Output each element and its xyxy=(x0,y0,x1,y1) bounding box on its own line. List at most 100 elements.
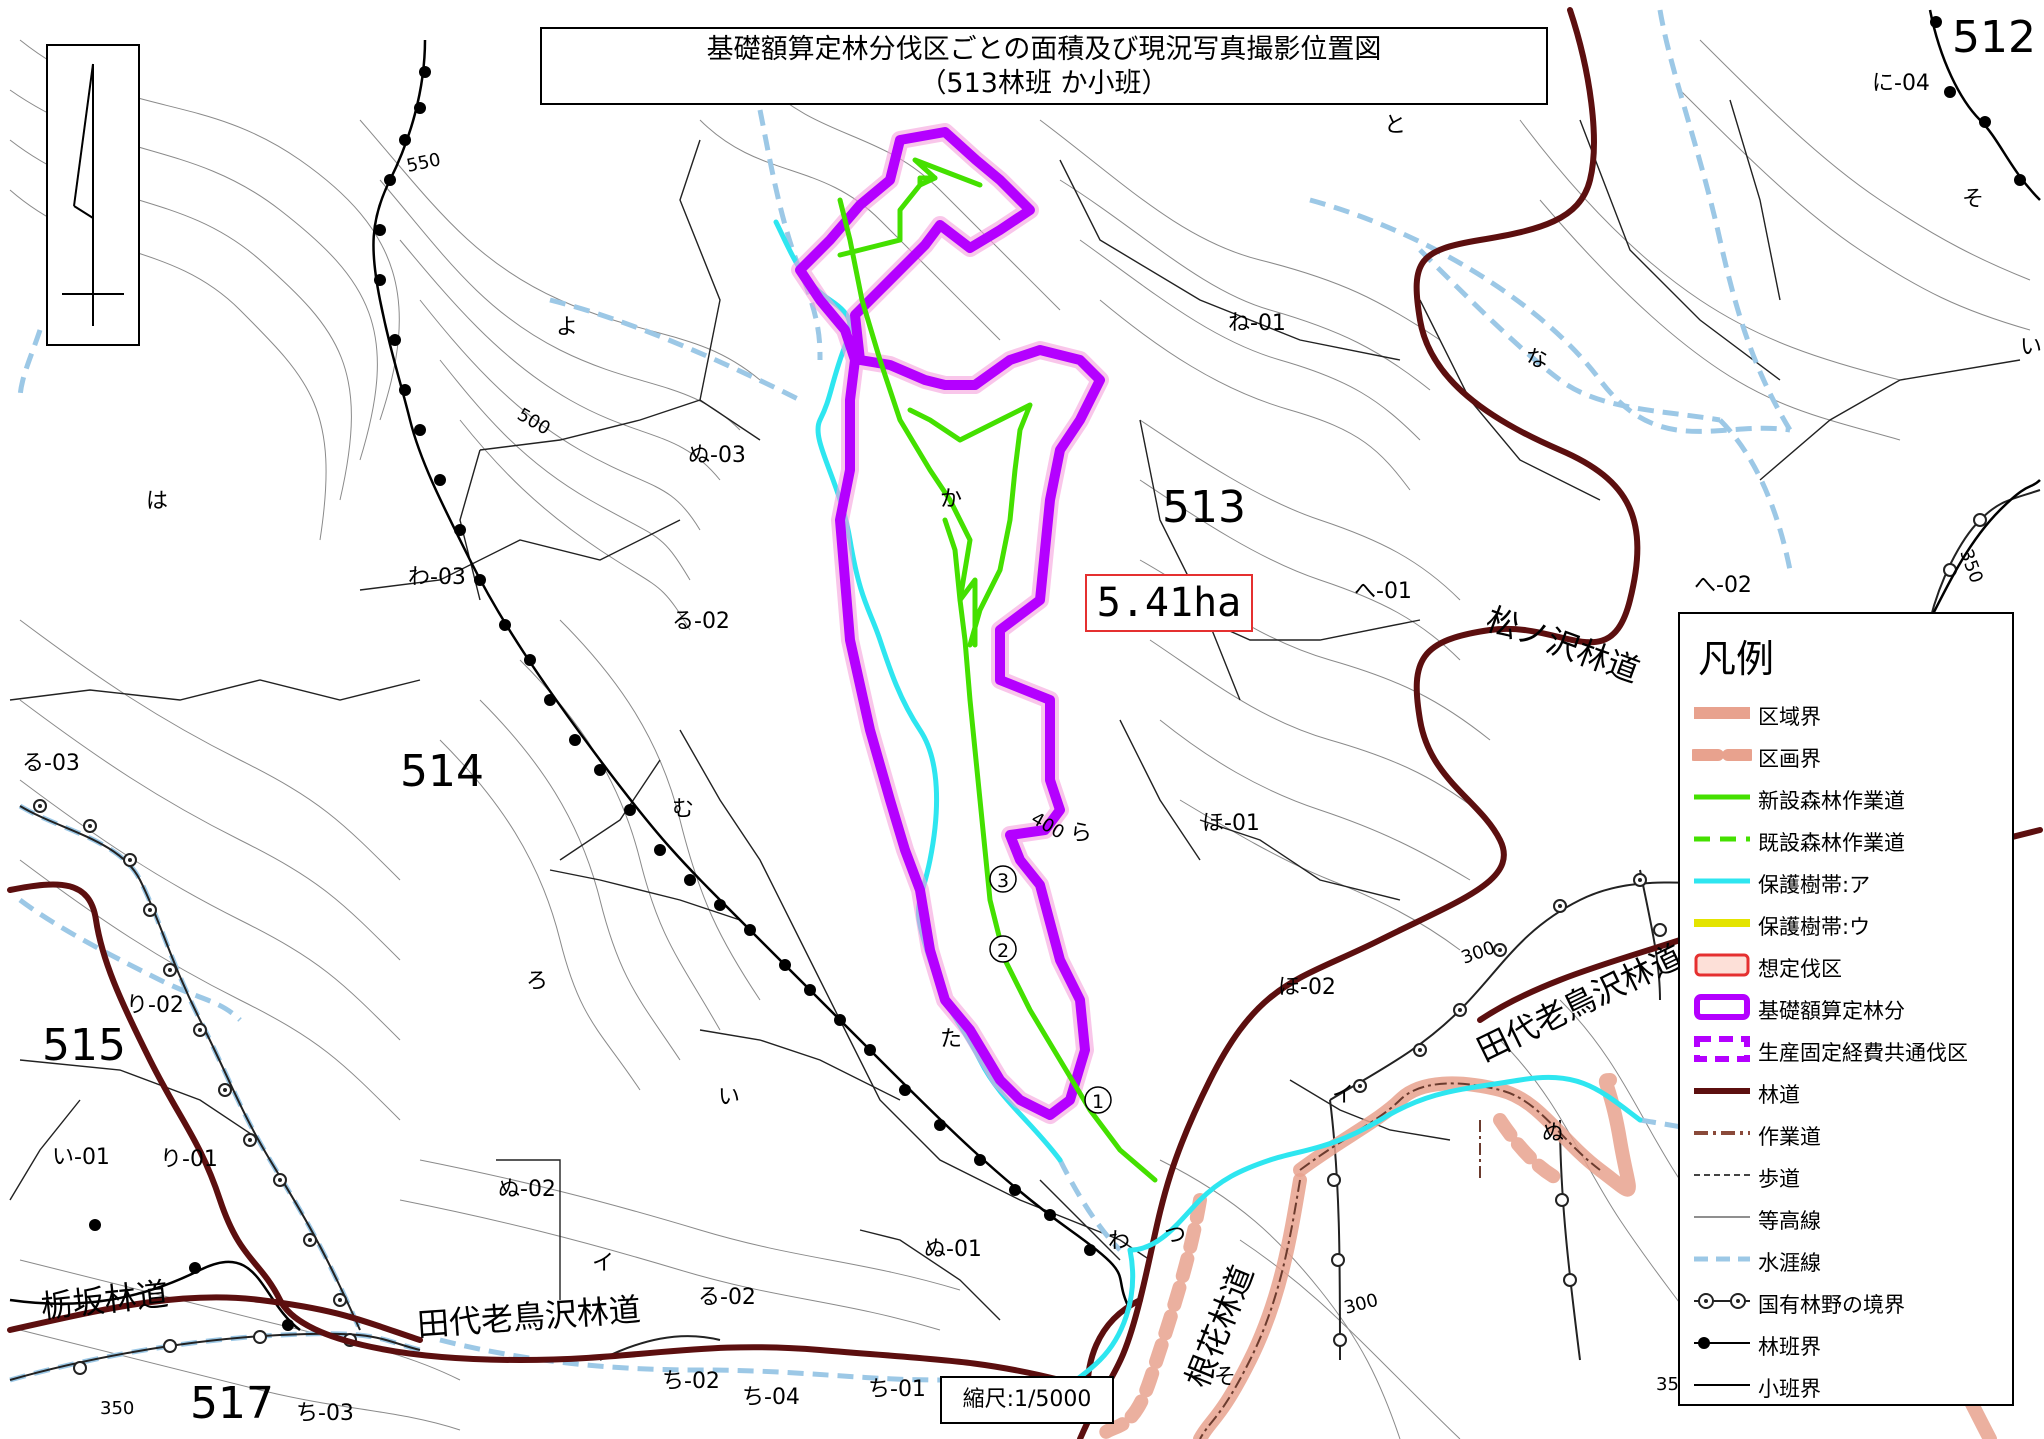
contour-350-bottom: 350 xyxy=(100,1398,134,1419)
road-tochisaka: 栃坂林道 xyxy=(39,1275,170,1326)
maroon-dashdot-icon xyxy=(1694,1131,1750,1135)
legend-label: 新設森林作業道 xyxy=(1758,789,1905,813)
legend-label: 歩道 xyxy=(1758,1167,1800,1191)
legend-item-contour: 等高線 xyxy=(1680,1198,2012,1240)
label-chi02: ち-02 xyxy=(662,1369,720,1394)
label-i-mid: い xyxy=(718,1085,740,1110)
legend-item-subcompartment-boundary: 小班界 xyxy=(1680,1366,2012,1408)
label-so-bottom: そ xyxy=(1214,1365,1236,1390)
map-title: 基礎額算定林分伐区ごとの面積及び現況写真撮影位置図 （513林班 か小班） xyxy=(540,27,1548,105)
legend-item-work-road: 作業道 xyxy=(1680,1114,2012,1156)
contour-35-bottom-right: 35 xyxy=(1656,1374,1679,1395)
label-mu: む xyxy=(672,797,694,822)
legend-label: 水涯線 xyxy=(1758,1251,1821,1275)
circle-dot-icon xyxy=(1694,1293,1750,1309)
legend-label: 林道 xyxy=(1758,1083,1800,1107)
label-ro: ろ xyxy=(526,969,548,994)
compartment-513: 513 xyxy=(1162,482,1246,533)
red-box-icon xyxy=(1694,953,1750,977)
legend-item-footpath: 歩道 xyxy=(1680,1156,2012,1198)
legend-label: 区域界 xyxy=(1758,705,1821,729)
label-chi01: ち-01 xyxy=(868,1377,926,1402)
label-ni04: に-04 xyxy=(1872,71,1930,96)
base-stand-polygon xyxy=(795,127,1105,1120)
legend-label: 既設森林作業道 xyxy=(1758,831,1905,855)
legend-item-zone-boundary: 区域界 xyxy=(1680,694,2012,736)
grey-thin-icon xyxy=(1694,1216,1750,1218)
label-ri01: り-01 xyxy=(160,1147,218,1172)
legend-item-section-boundary: 区画界 xyxy=(1680,736,2012,778)
photo-point-1-label: 1 xyxy=(1092,1091,1104,1113)
label-chi04: ち-04 xyxy=(742,1385,800,1410)
label-wa: わ xyxy=(1108,1229,1130,1254)
contour-300-b: 300 xyxy=(1342,1290,1381,1319)
compartment-515: 515 xyxy=(42,1020,126,1071)
map-title-line2: （513林班 か小班） xyxy=(919,68,1169,99)
label-ho02: ほ-02 xyxy=(1278,975,1336,1000)
legend-item-base-stand: 基礎額算定林分 xyxy=(1680,988,2012,1030)
compartment-514: 514 xyxy=(400,746,484,797)
legend-item-national-forest-boundary: 国有林野の境界 xyxy=(1680,1282,2012,1324)
legend-title: 凡例 xyxy=(1698,637,1775,681)
thick-salmon-icon xyxy=(1694,707,1750,719)
legend-label: 等高線 xyxy=(1758,1209,1821,1233)
photo-points: 1 2 3 xyxy=(989,865,1112,1114)
legend-label: 作業道 xyxy=(1758,1125,1821,1149)
legend-item-protection-u: 保護樹帯:ウ xyxy=(1680,904,2012,946)
legend-label: 小班界 xyxy=(1758,1377,1821,1401)
label-ra: ら xyxy=(1070,821,1092,846)
contour-550: 550 xyxy=(405,149,443,177)
legend-item-new-work-road: 新設森林作業道 xyxy=(1680,778,2012,820)
legend-item-planned-cut: 想定伐区 xyxy=(1680,946,2012,988)
compartment-boundary-dots xyxy=(89,16,2026,1331)
label-tsu: つ xyxy=(1164,1223,1186,1248)
label-i01: い-01 xyxy=(52,1145,110,1170)
photo-point-3 xyxy=(989,865,1017,893)
label-ne01: ね-01 xyxy=(1228,311,1286,336)
new-work-road xyxy=(837,157,1158,1183)
photo-point-3-label: 3 xyxy=(997,870,1009,892)
lightblue-dash-icon xyxy=(1694,1256,1750,1262)
legend-label: 区画界 xyxy=(1758,747,1821,771)
legend-item-existing-work-road: 既設森林作業道 xyxy=(1680,820,2012,862)
photo-point-2 xyxy=(989,935,1017,963)
label-ru03: る-03 xyxy=(22,751,80,776)
label-to: と xyxy=(1384,113,1406,138)
contour-300-a: 300 xyxy=(1459,937,1498,968)
scale-label: 縮尺:1/5000 xyxy=(940,1376,1114,1424)
label-nu02: ぬ-02 xyxy=(498,1177,556,1202)
label-na: な xyxy=(1526,347,1548,372)
label-ho01: ほ-01 xyxy=(1202,811,1260,836)
label-nu01: ぬ-01 xyxy=(924,1237,982,1262)
legend-label: 林班界 xyxy=(1758,1335,1821,1359)
zone-boundary-core xyxy=(1199,1082,1601,1439)
legend-item-shared-cost-cut: 生産固定経費共通伐区 xyxy=(1680,1030,2012,1072)
label-ru02: る-02 xyxy=(672,609,730,634)
national-forest-boundary xyxy=(9,489,2041,1383)
label-nu-h: ぬ xyxy=(1542,1121,1564,1146)
legend-item-compartment-boundary: 林班界 xyxy=(1680,1324,2012,1366)
contour-500: 500 xyxy=(514,404,554,439)
label-yo: よ xyxy=(556,315,578,340)
label-i-top: い xyxy=(2020,335,2042,360)
black-dash-icon xyxy=(1694,1174,1750,1176)
road-matsunosawa: 松ノ沢林道 xyxy=(1481,600,1644,690)
subcompartment-labels: に-04 と そ い ね-01 な よ ぬ-03 は か わ-03 る-02 へ… xyxy=(22,71,2042,1426)
dash-salmon-icon xyxy=(1692,749,1752,761)
subcompartment-boundaries xyxy=(9,99,2021,1321)
label-ru02b: る-02 xyxy=(698,1285,756,1310)
label-so: そ xyxy=(1962,187,1984,212)
label-i-kata2: イ xyxy=(592,1251,614,1276)
area-label: 5.41ha xyxy=(1085,574,1253,632)
compartment-labels: 512 513 514 515 517 xyxy=(42,12,2036,1429)
label-he01: へ-01 xyxy=(1354,579,1412,604)
legend-label: 保護樹帯:ウ xyxy=(1758,915,1871,939)
legend-label: 生産固定経費共通伐区 xyxy=(1758,1041,1968,1065)
legend-item-protection-a: 保護樹帯:ア xyxy=(1680,862,2012,904)
maroon-solid-icon xyxy=(1694,1088,1750,1094)
legend-label: 想定伐区 xyxy=(1758,957,1842,981)
purple-dash-box-icon xyxy=(1694,1036,1750,1062)
label-nu03: ぬ-03 xyxy=(688,443,746,468)
label-wa03: わ-03 xyxy=(408,565,466,590)
label-chi03: ち-03 xyxy=(296,1401,354,1426)
